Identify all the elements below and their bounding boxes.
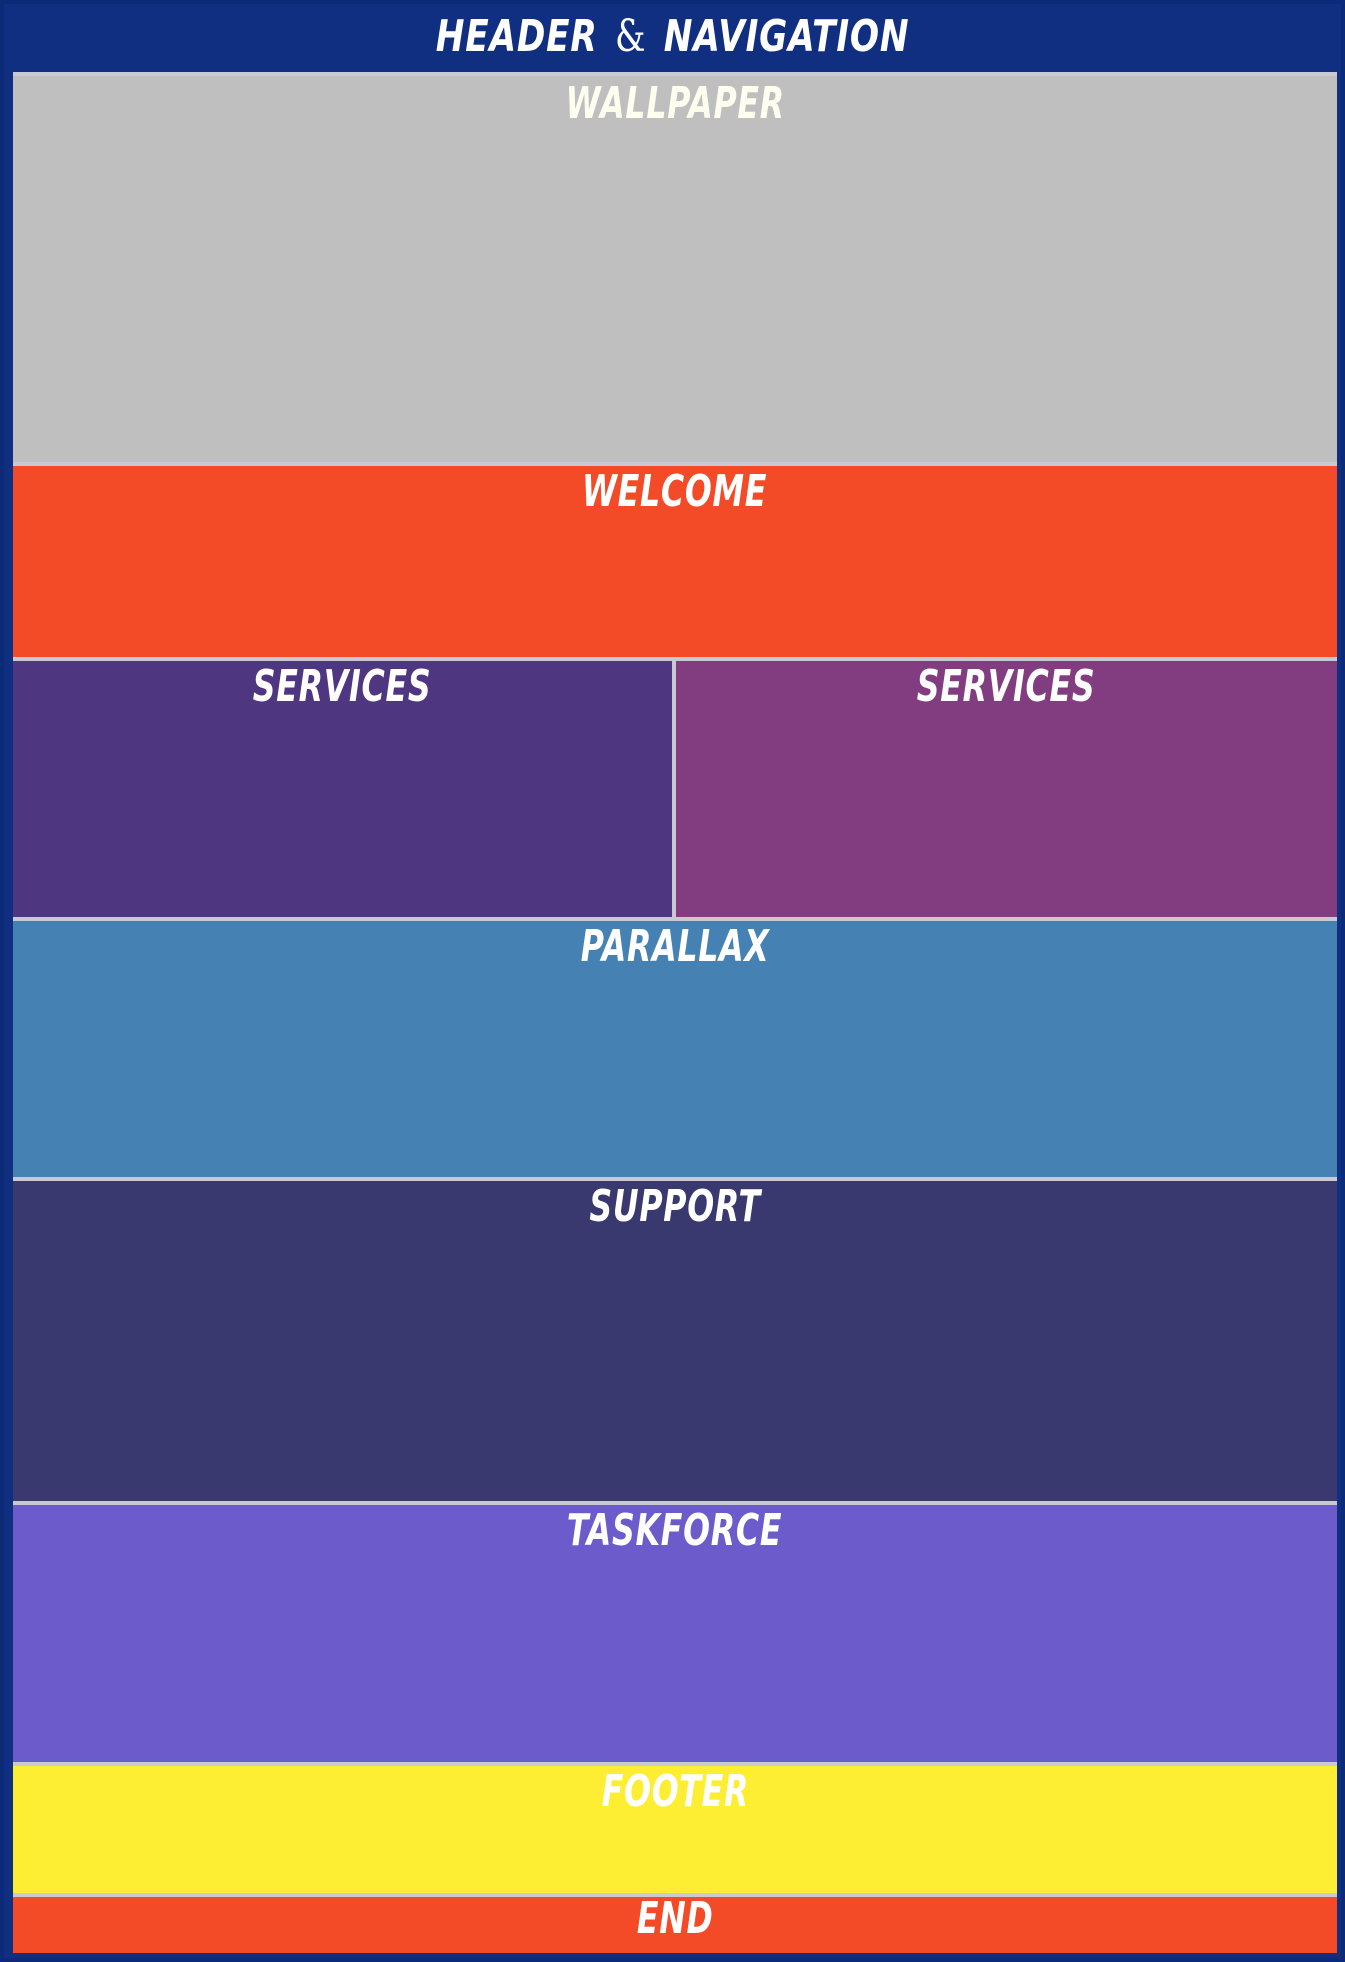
separator: [13, 72, 1337, 76]
end-label: END: [636, 1893, 714, 1944]
welcome-label: WELCOME: [582, 466, 768, 517]
footer-label: FOOTER: [601, 1766, 749, 1817]
vertical-separator: [672, 661, 676, 917]
header-title-part2: NAVIGATION: [663, 10, 910, 62]
separator: [13, 657, 1337, 661]
parallax-section: PARALLAX: [13, 921, 1337, 1177]
header-navigation: HEADER & NAVIGATION: [0, 0, 1345, 72]
support-section: SUPPORT: [13, 1181, 1337, 1501]
welcome-section: WELCOME: [13, 466, 1337, 657]
wallpaper-label: WALLPAPER: [565, 78, 785, 129]
wallpaper-section: WALLPAPER: [13, 76, 1337, 462]
services-right-section: SERVICES: [676, 661, 1337, 917]
separator: [13, 1177, 1337, 1181]
services-right-label: SERVICES: [917, 661, 1096, 712]
separator: [13, 462, 1337, 466]
separator: [13, 1501, 1337, 1505]
header-ampersand: &: [614, 10, 647, 62]
header-title-part1: HEADER: [435, 10, 598, 62]
services-left-section: SERVICES: [13, 661, 672, 917]
separator: [13, 917, 1337, 921]
end-section: END: [13, 1893, 1337, 1953]
separator: [13, 1893, 1337, 1897]
separator: [13, 1762, 1337, 1766]
parallax-label: PARALLAX: [580, 921, 770, 972]
taskforce-section: TASKFORCE: [13, 1505, 1337, 1762]
taskforce-label: TASKFORCE: [567, 1505, 783, 1556]
footer-section: FOOTER: [13, 1766, 1337, 1893]
support-label: SUPPORT: [589, 1181, 761, 1232]
services-left-label: SERVICES: [253, 661, 432, 712]
header-title: HEADER & NAVIGATION: [436, 11, 910, 62]
